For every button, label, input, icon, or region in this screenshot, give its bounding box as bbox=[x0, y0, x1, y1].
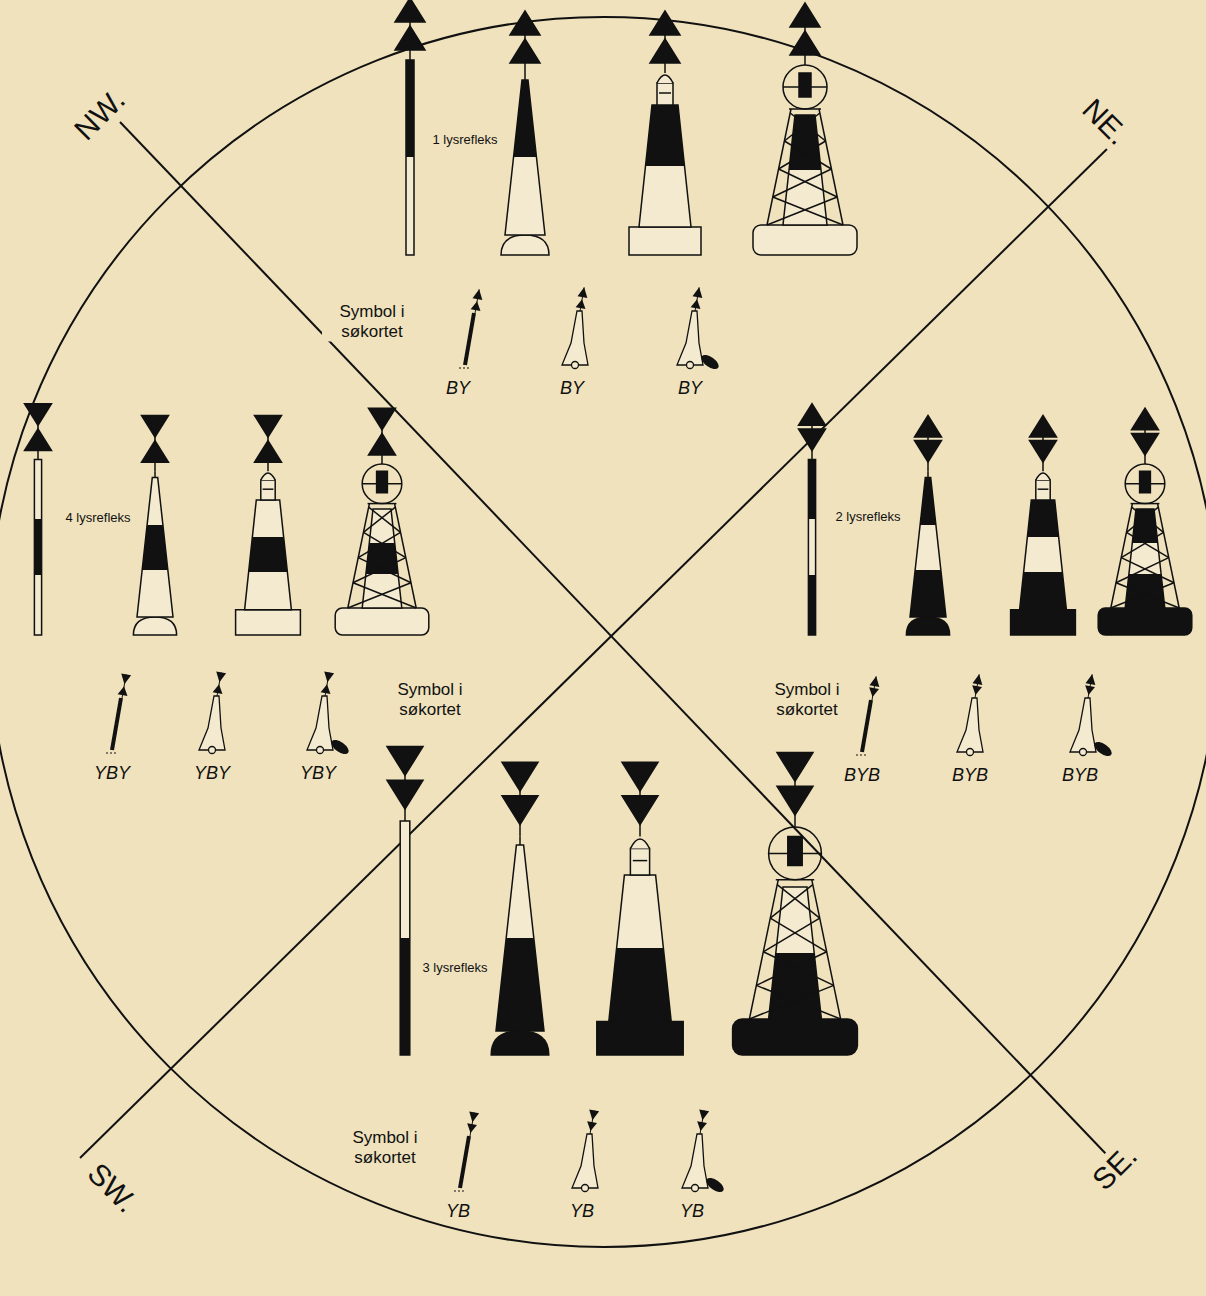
compass-label: SE. bbox=[1084, 1137, 1145, 1198]
colour-code: BY bbox=[444, 378, 472, 399]
colour-code: YBY bbox=[92, 763, 132, 784]
stake-buoy bbox=[387, 747, 423, 1055]
colour-code: YBY bbox=[192, 763, 232, 784]
reflector-note: 1 lysrefleks bbox=[430, 133, 499, 148]
chart-symbol-heading: Symbol i søkortet bbox=[757, 680, 857, 719]
chart-symbol-heading: Symbol i søkortet bbox=[335, 1128, 435, 1167]
pillar-buoy bbox=[597, 762, 683, 1055]
spar-buoy bbox=[906, 415, 949, 635]
lattice-buoy bbox=[335, 408, 429, 635]
lattice-buoy bbox=[733, 753, 858, 1055]
spar-buoy bbox=[133, 415, 176, 635]
colour-code: BYB bbox=[950, 765, 990, 786]
chart-symbol bbox=[454, 1111, 479, 1191]
colour-code: YB bbox=[678, 1201, 706, 1222]
stake-buoy bbox=[799, 404, 826, 635]
chart-symbol bbox=[562, 286, 589, 368]
chart-symbol bbox=[572, 1109, 599, 1191]
reflector-note: 4 lysrefleks bbox=[63, 511, 132, 526]
spar-buoy bbox=[501, 11, 549, 255]
chart-symbol-heading: Symbol i søkortet bbox=[380, 680, 480, 719]
chart-symbol bbox=[957, 673, 984, 755]
chart-symbol bbox=[106, 673, 131, 753]
pillar-buoy bbox=[629, 11, 701, 255]
reflector-note: 2 lysrefleks bbox=[833, 510, 902, 525]
chart-symbol bbox=[199, 671, 226, 753]
colour-code: YB bbox=[568, 1201, 596, 1222]
chart-symbol bbox=[1070, 673, 1114, 758]
compass-circle bbox=[0, 17, 1206, 1247]
chart-symbol-heading: Symbol i søkortet bbox=[322, 302, 422, 341]
spar-buoy bbox=[491, 762, 549, 1055]
compass-label: NW. bbox=[66, 81, 133, 148]
nw-se-axis bbox=[120, 122, 1128, 1177]
colour-code: BYB bbox=[1060, 765, 1100, 786]
ne-sw-axis bbox=[80, 148, 1108, 1158]
pillar-buoy bbox=[1011, 415, 1076, 635]
colour-code: BY bbox=[676, 378, 704, 399]
colour-code: BYB bbox=[842, 765, 882, 786]
pillar-buoy bbox=[236, 415, 301, 635]
chart-symbol bbox=[459, 288, 484, 368]
colour-code: YB bbox=[444, 1201, 472, 1222]
chart-symbol bbox=[677, 286, 721, 371]
lattice-buoy bbox=[753, 3, 857, 255]
stake-buoy bbox=[25, 404, 52, 635]
colour-code: YBY bbox=[298, 763, 338, 784]
chart-symbol bbox=[856, 675, 881, 755]
chart-symbol bbox=[307, 671, 351, 756]
compass-label: NE. bbox=[1074, 91, 1137, 154]
colour-code: BY bbox=[558, 378, 586, 399]
compass-label: SW. bbox=[79, 1155, 145, 1221]
lattice-buoy bbox=[1098, 408, 1192, 635]
chart-symbol bbox=[682, 1109, 726, 1194]
stake-buoy bbox=[395, 0, 425, 255]
reflector-note: 3 lysrefleks bbox=[420, 961, 489, 976]
